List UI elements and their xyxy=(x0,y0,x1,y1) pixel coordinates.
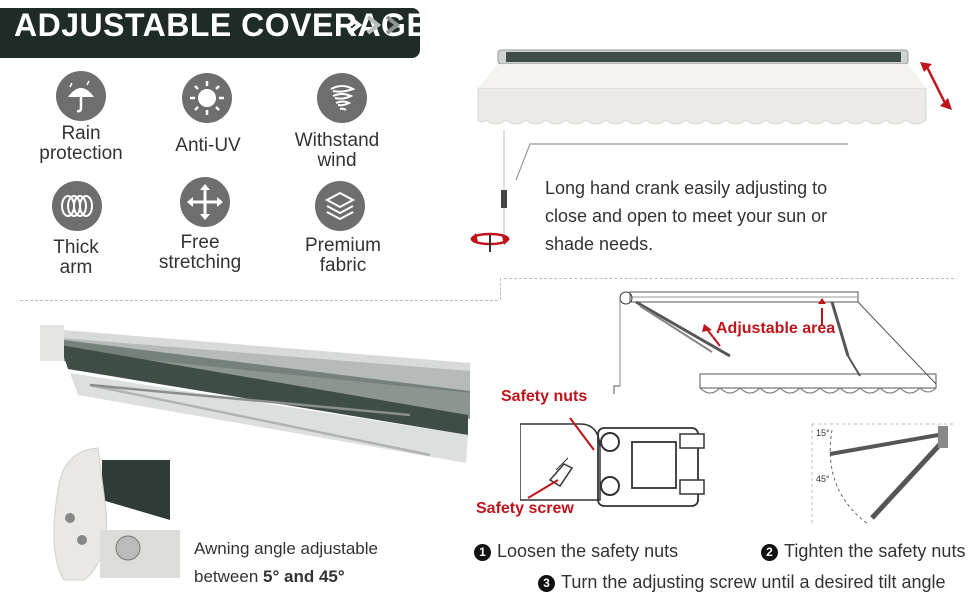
angle-large-label: 45° xyxy=(816,474,830,484)
awning-angle-photo xyxy=(40,325,471,463)
step-number: 3 xyxy=(538,575,555,592)
adjustable-area-diagram xyxy=(613,291,937,394)
feature-label: Anti-UV xyxy=(175,135,241,156)
safety-screw-label: Safety screw xyxy=(476,500,574,517)
coil-icon xyxy=(52,181,102,231)
divider xyxy=(504,278,954,279)
divider xyxy=(500,278,501,300)
chevron-right-icon xyxy=(385,15,401,35)
feature-label: Premium fabric xyxy=(304,235,381,276)
step-number: 1 xyxy=(474,544,491,561)
divider xyxy=(20,300,498,301)
feature-label: Rain protection xyxy=(39,123,123,164)
safety-nuts-label: Safety nuts xyxy=(501,388,588,405)
feature-label: Thick arm xyxy=(53,237,99,278)
umbrella-icon xyxy=(56,71,106,121)
feature-label: Free stretching xyxy=(158,232,242,273)
angle-caption: Awning angle adjustable between 5° and 4… xyxy=(194,539,378,586)
chevron-right-icon xyxy=(366,15,382,35)
chevron-right-icon xyxy=(347,15,363,35)
angle-and: and xyxy=(284,567,315,586)
angle-max: 45° xyxy=(318,567,345,586)
step-number: 2 xyxy=(761,544,778,561)
move-arrows-icon xyxy=(180,177,230,227)
layers-icon xyxy=(315,181,365,231)
adjustable-area-label: Adjustable area xyxy=(716,320,836,337)
angle-small-label: 15° xyxy=(816,428,830,438)
angle-min: 5° xyxy=(263,567,280,586)
sun-icon xyxy=(182,73,232,123)
awning-crank-illustration xyxy=(470,49,952,252)
crank-description: Long hand crank easily adjusting to clos… xyxy=(545,178,828,254)
safety-nut-diagram xyxy=(520,417,705,507)
feature-label: Withstand wind xyxy=(294,130,380,171)
tilt-angle-diagram xyxy=(811,423,954,525)
wind-icon xyxy=(317,73,367,123)
bracket-photo xyxy=(53,447,180,581)
